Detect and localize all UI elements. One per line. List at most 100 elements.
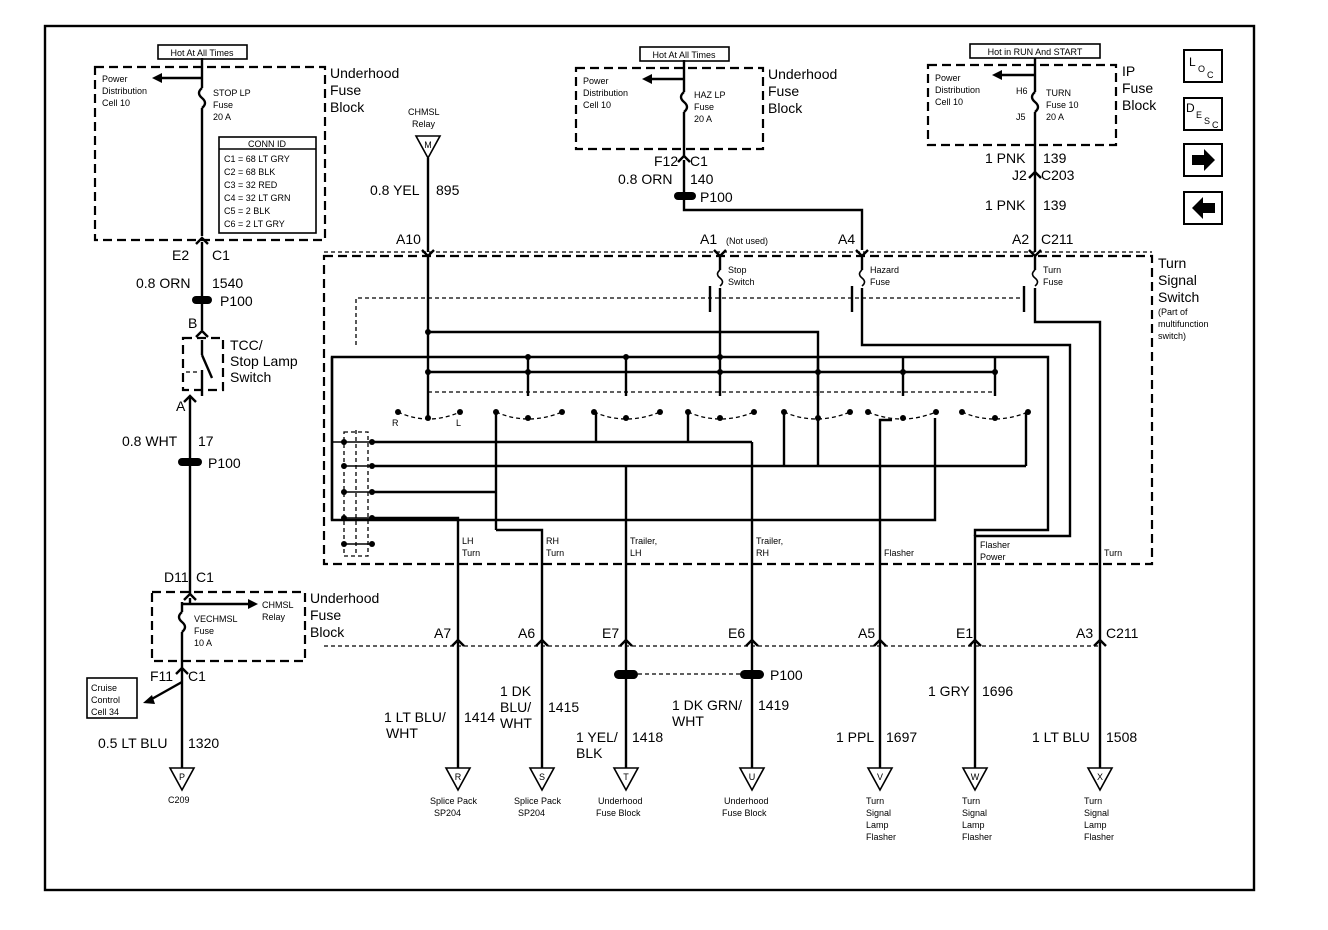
svg-text:Control: Control bbox=[91, 695, 120, 705]
svg-text:A: A bbox=[176, 398, 186, 414]
svg-text:Lamp: Lamp bbox=[962, 820, 985, 830]
svg-text:Fuse 10: Fuse 10 bbox=[1046, 100, 1079, 110]
right-arrow-icon bbox=[1192, 149, 1215, 171]
svg-text:Hazard: Hazard bbox=[870, 265, 899, 275]
next-button[interactable] bbox=[1183, 143, 1223, 177]
svg-text:C1: C1 bbox=[212, 247, 230, 263]
svg-text:V: V bbox=[877, 772, 883, 782]
svg-text:F11: F11 bbox=[150, 668, 173, 684]
svg-text:Fuse: Fuse bbox=[213, 100, 233, 110]
svg-text:switch): switch) bbox=[1158, 331, 1186, 341]
svg-text:1508: 1508 bbox=[1106, 729, 1137, 745]
svg-text:1 PNK: 1 PNK bbox=[985, 150, 1026, 166]
svg-text:Relay: Relay bbox=[412, 119, 436, 129]
svg-text:10 A: 10 A bbox=[194, 638, 212, 648]
svg-text:C1: C1 bbox=[690, 153, 708, 169]
left-arrow-icon bbox=[1192, 197, 1215, 219]
svg-text:Power: Power bbox=[102, 74, 128, 84]
svg-text:Flasher: Flasher bbox=[884, 548, 914, 558]
svg-text:0.8 YEL: 0.8 YEL bbox=[370, 182, 420, 198]
svg-text:Power: Power bbox=[583, 76, 609, 86]
desc-button[interactable]: D E S C bbox=[1183, 97, 1223, 131]
svg-text:BLU/: BLU/ bbox=[500, 699, 531, 715]
svg-text:STOP LP: STOP LP bbox=[213, 88, 251, 98]
svg-text:BLK: BLK bbox=[576, 745, 603, 761]
hazard-fuse-icon bbox=[858, 269, 866, 287]
svg-text:TCC/: TCC/ bbox=[230, 337, 263, 353]
terminal-w-icon bbox=[961, 767, 989, 792]
terminal-v-icon bbox=[866, 767, 894, 792]
svg-text:WHT: WHT bbox=[386, 725, 418, 741]
arrow-left-icon bbox=[642, 74, 652, 84]
loc-button[interactable]: L O C bbox=[1183, 49, 1223, 83]
fuse-block-boundary bbox=[93, 65, 327, 242]
svg-text:T: T bbox=[623, 772, 629, 782]
svg-text:Fuse: Fuse bbox=[330, 82, 361, 98]
svg-text:0.5 LT BLU: 0.5 LT BLU bbox=[98, 735, 168, 751]
svg-text:A2: A2 bbox=[1012, 231, 1029, 247]
svg-text:W: W bbox=[971, 772, 980, 782]
svg-text:1414: 1414 bbox=[464, 709, 495, 725]
svg-text:Flasher: Flasher bbox=[1084, 832, 1114, 842]
svg-text:1320: 1320 bbox=[188, 735, 219, 751]
svg-text:Splice Pack: Splice Pack bbox=[514, 796, 562, 806]
svg-text:1 LT BLU: 1 LT BLU bbox=[1032, 729, 1090, 745]
lower-fuse-block: VECHMSL Fuse 10 A CHMSL Relay Underhood … bbox=[86, 590, 379, 805]
svg-text:Underhood: Underhood bbox=[724, 796, 769, 806]
turn-fuse-icon bbox=[1031, 269, 1039, 287]
svg-text:S: S bbox=[1204, 116, 1210, 126]
arrow-left-icon bbox=[152, 73, 162, 83]
svg-text:Signal: Signal bbox=[1084, 808, 1109, 818]
svg-text:C211: C211 bbox=[1041, 231, 1074, 247]
svg-text:SP204: SP204 bbox=[518, 808, 545, 818]
svg-text:Block: Block bbox=[1122, 97, 1157, 113]
svg-text:Stop Lamp: Stop Lamp bbox=[230, 353, 298, 369]
svg-text:X: X bbox=[1097, 772, 1103, 782]
svg-text:Power: Power bbox=[980, 552, 1006, 562]
left-circuit: E2 C1 0.8 ORN 1540 P100 B TCC/ Stop Lamp… bbox=[122, 236, 298, 601]
svg-text:F12: F12 bbox=[654, 153, 678, 169]
svg-text:0.8 WHT: 0.8 WHT bbox=[122, 433, 178, 449]
fuse-icon bbox=[679, 91, 689, 113]
chmsl-relay-feed: CHMSL Relay M 0.8 YEL 895 A10 bbox=[370, 107, 460, 258]
svg-text:U: U bbox=[749, 772, 756, 782]
switch-boundary bbox=[322, 254, 1154, 566]
svg-text:Signal: Signal bbox=[1158, 272, 1197, 288]
svg-text:Turn: Turn bbox=[1158, 255, 1186, 271]
svg-text:1540: 1540 bbox=[212, 275, 243, 291]
fuse-block-boundary bbox=[574, 66, 765, 151]
turn-signal-switch: Turn Signal Switch (Part of multifunctio… bbox=[322, 251, 1209, 640]
fuse-icon bbox=[1030, 91, 1040, 113]
fuse-icon bbox=[197, 87, 207, 109]
svg-text:20 A: 20 A bbox=[213, 112, 231, 122]
p100-connector-icon bbox=[740, 670, 764, 679]
svg-text:LH: LH bbox=[630, 548, 642, 558]
output-connectors: A7 A6 E7 E6 A5 E1 A3 C211 P100 bbox=[324, 536, 1139, 768]
svg-text:895: 895 bbox=[436, 182, 460, 198]
svg-text:D11: D11 bbox=[164, 569, 189, 585]
svg-text:1697: 1697 bbox=[886, 729, 917, 745]
svg-text:A10: A10 bbox=[396, 231, 421, 247]
svg-text:A6: A6 bbox=[518, 625, 535, 641]
svg-text:R: R bbox=[392, 418, 399, 428]
svg-text:Signal: Signal bbox=[962, 808, 987, 818]
svg-text:Cell 10: Cell 10 bbox=[102, 98, 130, 108]
svg-text:Turn: Turn bbox=[462, 548, 480, 558]
svg-text:SP204: SP204 bbox=[434, 808, 461, 818]
connector-icon bbox=[195, 236, 209, 245]
svg-text:139: 139 bbox=[1043, 150, 1067, 166]
svg-text:1 GRY: 1 GRY bbox=[928, 683, 970, 699]
ip-fuse-block: Hot in RUN And START Power Distribution … bbox=[926, 43, 1157, 258]
svg-text:Hot in RUN And START: Hot in RUN And START bbox=[988, 47, 1083, 57]
svg-text:Switch: Switch bbox=[230, 369, 271, 385]
prev-button[interactable] bbox=[1183, 191, 1223, 225]
svg-text:J5: J5 bbox=[1016, 112, 1026, 122]
svg-text:WHT: WHT bbox=[500, 715, 532, 731]
svg-text:140: 140 bbox=[690, 171, 714, 187]
svg-text:C3 = 32 RED: C3 = 32 RED bbox=[224, 180, 278, 190]
svg-text:C1 = 68 LT GRY: C1 = 68 LT GRY bbox=[224, 154, 290, 164]
p100-connector-icon bbox=[178, 458, 202, 466]
junction-dots bbox=[341, 329, 1031, 547]
svg-text:Underhood: Underhood bbox=[768, 66, 837, 82]
